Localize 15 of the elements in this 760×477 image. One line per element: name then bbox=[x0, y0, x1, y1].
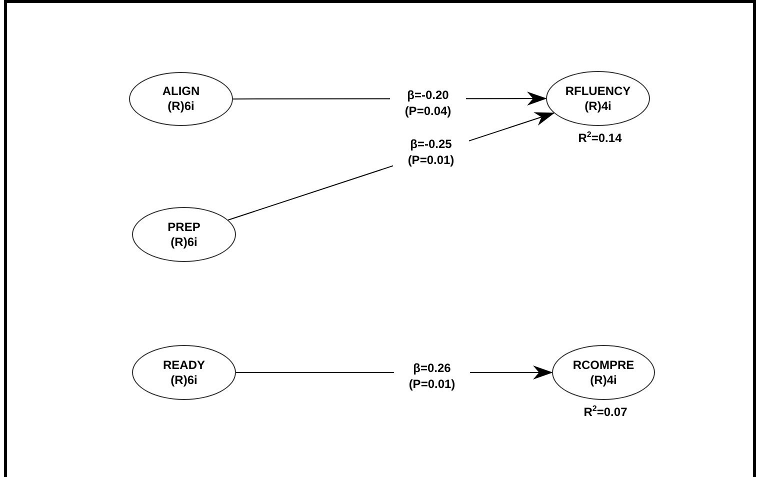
node-label: (R)6i bbox=[170, 372, 198, 388]
r-squared-label: R$^{2}$=0.14 bbox=[578, 130, 622, 145]
node-label: (R)4i bbox=[590, 372, 617, 388]
node-label: ALIGN bbox=[162, 84, 200, 99]
node-label: RFLUENCY bbox=[565, 84, 631, 98]
node-label: (R)6i bbox=[170, 234, 198, 250]
edge-label: β=-0.20 (P=0.04) bbox=[390, 87, 466, 119]
r-squared-label: R$^{2}$=0.07 bbox=[584, 404, 628, 419]
edge-label: β=0.26 (P=0.01) bbox=[394, 360, 470, 392]
node-label: PREP bbox=[168, 220, 200, 234]
node-label: READY bbox=[162, 358, 205, 372]
node-label: RCOMPRE bbox=[572, 358, 634, 372]
node-label: (R)6i bbox=[168, 99, 194, 114]
edge-label: β=-0.25 (P=0.01) bbox=[393, 136, 469, 168]
node-label: (R)4i bbox=[584, 98, 612, 114]
